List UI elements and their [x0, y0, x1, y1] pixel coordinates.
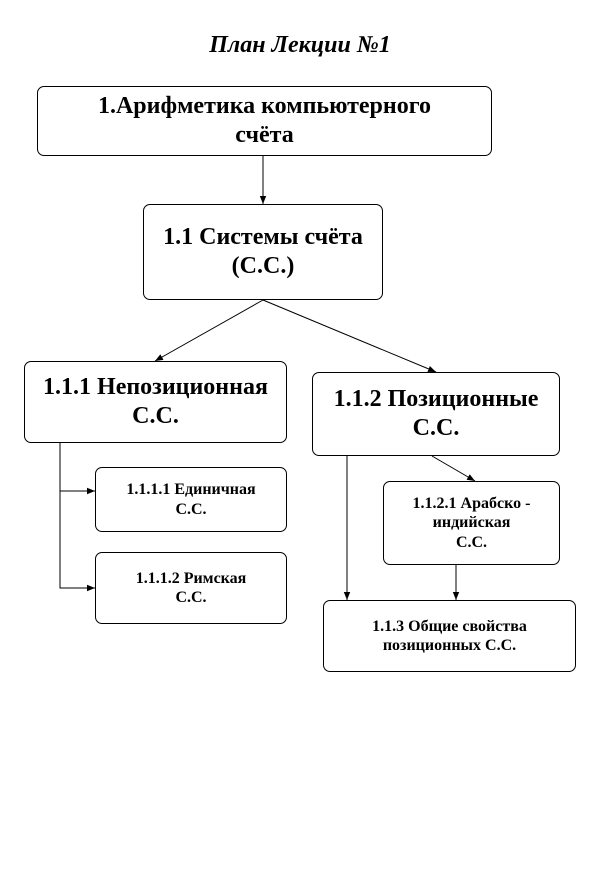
edge-nonpos-to-roman — [59, 491, 95, 592]
node-roman: 1.1.1.2 Римская С.С. — [95, 552, 287, 624]
node-unary: 1.1.1.1 Единичная С.С. — [95, 467, 287, 532]
node-roman-line1: 1.1.1.2 Римская — [135, 569, 247, 587]
node-unary-line1: 1.1.1.1 Единичная — [126, 481, 256, 499]
node-root-line2: счёта — [235, 122, 294, 148]
diagram-title: План Лекции №1 — [209, 32, 391, 58]
edge-systems-to-pos — [262, 299, 437, 373]
node-positional-line1: 1.1.2 Позиционные — [333, 386, 539, 413]
node-positional-line2: С.С. — [412, 415, 460, 441]
node-positional: 1.1.2 Позиционные С.С. — [312, 372, 560, 456]
node-nonpositional: 1.1.1 Непозиционная С.С. — [24, 361, 287, 443]
edge-pos-to-arabic — [431, 455, 476, 482]
node-nonpositional-line2: С.С. — [132, 403, 179, 429]
node-arabic-line2: индийская — [432, 514, 511, 532]
node-arabic-indian: 1.1.2.1 Арабско - индийская С.С. — [383, 481, 560, 565]
node-general-line1: 1.1.3 Общие свойства — [372, 617, 527, 635]
node-systems-line2: (С.С.) — [231, 253, 295, 279]
node-roman-line2: С.С. — [175, 589, 207, 606]
node-unary-line2: С.С. — [175, 500, 207, 518]
edge-systems-to-nonpos — [154, 299, 264, 362]
node-arabic-line3: С.С. — [455, 533, 488, 551]
node-general-line2: позиционных С.С. — [382, 637, 517, 654]
node-root-line1: 1.Арифметика компьютерного — [97, 93, 432, 120]
node-systems: 1.1 Системы счёта (С.С.) — [143, 204, 383, 300]
node-systems-line1: 1.1 Системы счёта — [163, 224, 363, 251]
node-arabic-line1: 1.1.2.1 Арабско - — [412, 495, 531, 513]
node-root: 1.Арифметика компьютерного счёта — [37, 86, 492, 156]
node-nonpositional-line1: 1.1.1 Непозиционная — [43, 374, 268, 401]
edge-nonpos-to-unary — [59, 443, 95, 495]
node-general-properties: 1.1.3 Общие свойства позиционных С.С. — [323, 600, 576, 672]
